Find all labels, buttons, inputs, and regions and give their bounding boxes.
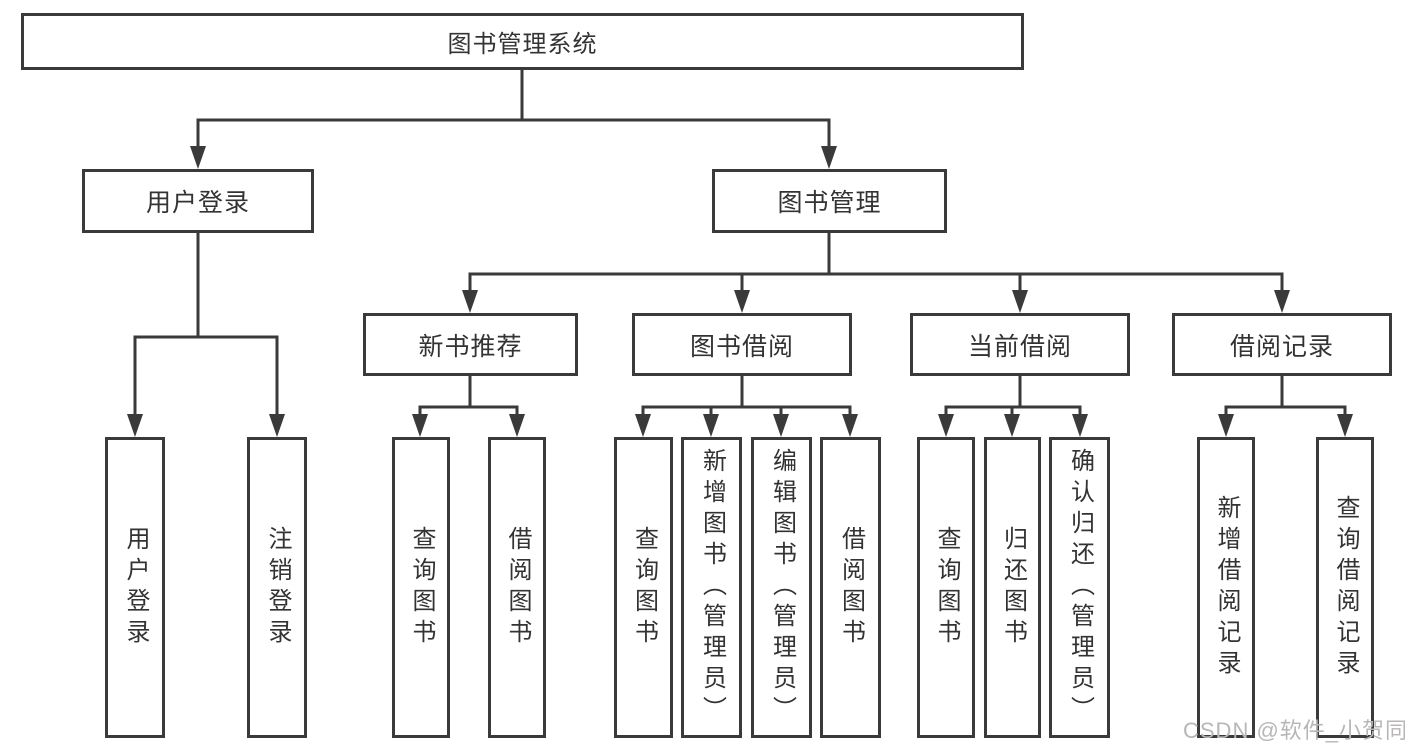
arrowheads	[127, 146, 1353, 437]
node-current-borrowing: 当前借阅	[910, 313, 1130, 376]
node-borrowing-records: 借阅记录	[1172, 313, 1392, 376]
node-book-management: 图书管理	[712, 169, 947, 233]
leaf-query-books-recommend: 查询图书	[392, 437, 450, 738]
leaf-query-books-current: 查询图书	[917, 437, 975, 738]
leaf-logout: 注销登录	[247, 437, 307, 738]
node-new-book-recommend: 新书推荐	[363, 313, 578, 376]
leaf-user-login: 用户登录	[105, 437, 165, 738]
node-root-system: 图书管理系统	[21, 13, 1024, 70]
csdn-watermark: CSDN @软件_小贺同学	[1183, 718, 1405, 743]
leaf-return-books: 归还图书	[984, 437, 1041, 738]
leaf-borrow-books-borrowing: 借阅图书	[820, 437, 881, 738]
leaf-add-book-admin: 新增图书（管理员）	[681, 437, 742, 738]
node-user-login: 用户登录	[82, 169, 314, 233]
leaf-borrow-books-recommend: 借阅图书	[488, 437, 546, 738]
node-book-borrowing: 图书借阅	[632, 313, 852, 376]
leaf-confirm-return-admin: 确认归还（管理员）	[1049, 437, 1110, 738]
leaf-query-borrow-record: 查询借阅记录	[1316, 437, 1374, 738]
leaf-add-borrow-record: 新增借阅记录	[1197, 437, 1255, 738]
leaf-edit-book-admin: 编辑图书（管理员）	[751, 437, 812, 738]
leaf-query-books-borrowing: 查询图书	[614, 437, 673, 738]
